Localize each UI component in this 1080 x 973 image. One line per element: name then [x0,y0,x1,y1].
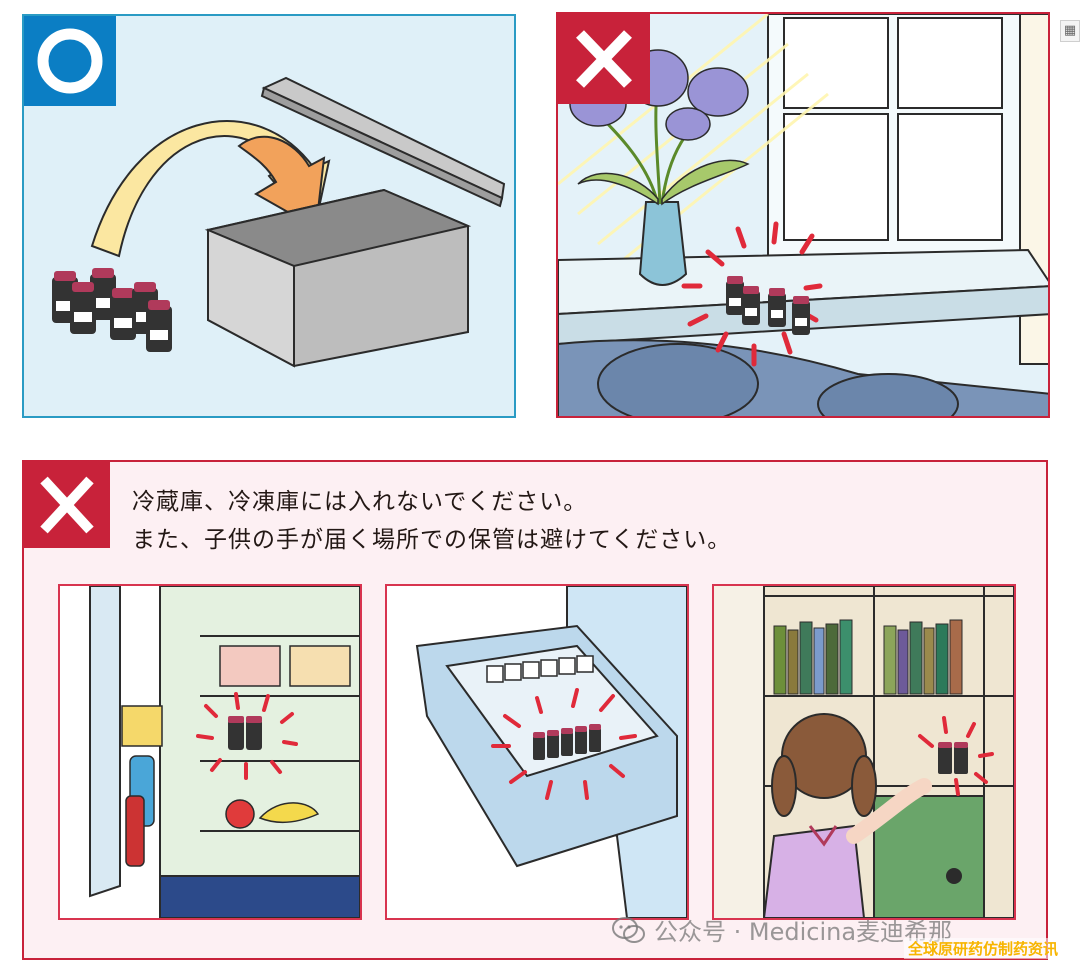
child-shelf-illustration [714,586,1014,918]
freezer-illustration [387,586,687,918]
panel-icon[interactable]: ▦ [1060,20,1080,42]
cross-ng-icon [558,14,650,104]
caption-line-2: また、子供の手が届く場所での保管は避けてください。 [132,527,732,553]
panel-correct-storage [22,14,516,418]
overlay-caption: 全球原研药仿制药资讯 [903,938,1062,959]
caption-line-1: 冷蔵庫、冷凍庫には入れないでください。 [132,489,588,515]
subpanel-refrigerator [58,584,362,920]
watermark: 公众号 · Medicina麦迪希那 [612,912,952,947]
cross-ng-icon [24,462,110,548]
refrigerator-illustration [60,586,360,918]
wechat-icon [612,916,645,943]
box-illustration [52,76,506,368]
child-figure [762,713,932,918]
panel-refrigerator-children: 冷蔵庫、冷凍庫には入れないでください。 また、子供の手が届く場所での保管は避けて… [22,460,1048,960]
circle-ok-icon [24,16,116,106]
vial-group [52,268,172,352]
window-illustration [558,14,1048,416]
panel-window-sill [556,12,1050,418]
subpanel-child-reach [712,584,1016,920]
watermark-text: 公众号 · Medicina麦迪希那 [654,918,953,946]
subpanel-freezer [385,584,689,920]
